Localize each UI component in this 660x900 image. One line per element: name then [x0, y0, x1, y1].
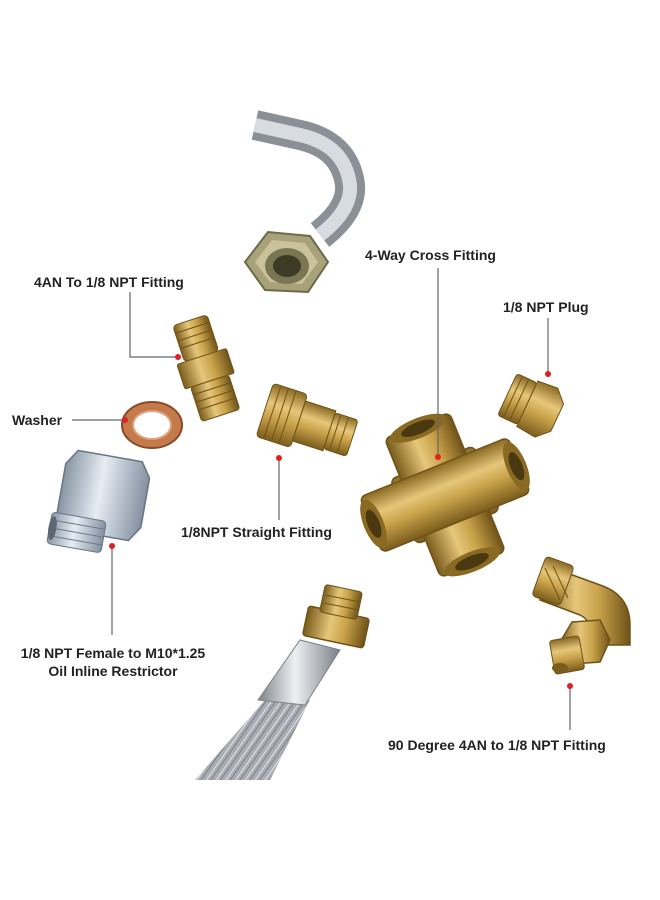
- washer: [121, 401, 183, 449]
- dot-an-to-npt: [175, 354, 181, 360]
- top-hose: [243, 110, 366, 294]
- elbow-fitting: [532, 556, 631, 675]
- an-to-npt-fitting: [173, 315, 240, 422]
- cross-fitting: [360, 413, 530, 577]
- npt-plug: [498, 374, 565, 438]
- straight-fitting: [256, 383, 358, 457]
- leader-an-to-npt: [129, 292, 176, 358]
- dot-straight: [276, 455, 282, 461]
- braided-hose: [195, 584, 370, 780]
- dot-elbow: [567, 683, 573, 689]
- label-restrictor-line2: Oil Inline Restrictor: [48, 663, 178, 679]
- label-elbow: 90 Degree 4AN to 1/8 NPT Fitting: [388, 737, 606, 753]
- dot-plug: [545, 371, 551, 377]
- label-cross: 4-Way Cross Fitting: [365, 247, 496, 263]
- label-straight: 1/8NPT Straight Fitting: [181, 524, 332, 540]
- leader-lines: [72, 268, 571, 730]
- label-an-to-npt: 4AN To 1/8 NPT Fitting: [34, 274, 184, 290]
- dot-washer: [122, 417, 128, 423]
- label-restrictor-line1: 1/8 NPT Female to M10*1.25: [20, 645, 206, 661]
- label-washer: Washer: [12, 412, 63, 428]
- dot-cross: [435, 454, 441, 460]
- oil-inline-restrictor: [46, 449, 151, 553]
- leader-dots: [109, 354, 573, 689]
- label-plug: 1/8 NPT Plug: [503, 299, 589, 315]
- dot-restrictor: [109, 543, 115, 549]
